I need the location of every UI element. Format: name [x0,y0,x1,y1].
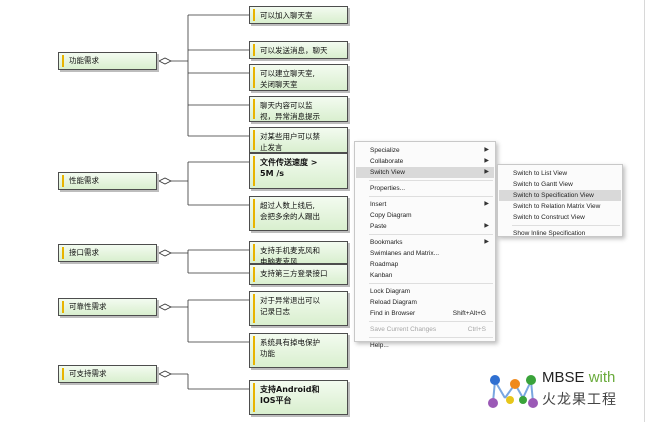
menu-item-label: Find in Browser [370,310,416,317]
menu-item-label: Insert [370,201,387,208]
category-block[interactable]: 可支持需求 [58,365,157,383]
logo-mbse-text: MBSE [542,369,589,386]
requirement-block[interactable]: 可以发送消息，聊天 [249,41,348,59]
menu-item-label: Reload Diagram [370,299,417,306]
menu-item-properties[interactable]: Properties... [356,183,494,194]
menu-separator [369,321,493,322]
requirement-block[interactable]: 聊天内容可以监 视，异常消息提示 [249,96,348,122]
requirement-block[interactable]: 系统具有掉电保护 功能 [249,333,348,368]
submenu-arrow-icon: ▶ [484,223,489,229]
logo-network-icon [488,375,538,408]
menu-item-insert[interactable]: Insert ▶ [356,199,494,210]
requirement-block[interactable]: 支持Android和 IOS平台 [249,380,348,415]
menu-shortcut: Ctrl+S [467,326,486,333]
menu-item-specialize[interactable]: Specialize ▶ [356,145,494,156]
menu-separator [369,234,493,235]
menu-item-swimlanes-and-matrix[interactable]: Swimlanes and Matrix... [356,248,494,259]
requirement-block[interactable]: 超过人数上线后, 会把多余的人踢出 [249,196,348,231]
menu-item-collaborate[interactable]: Collaborate ▶ [356,156,494,167]
menu-item-label: Collaborate [370,158,404,165]
composition-diamond [158,177,172,185]
composition-diamond [158,57,172,65]
submenu-arrow-icon: ▶ [484,169,489,175]
requirement-block[interactable]: 文件传送速度 > 5M /s [249,153,348,189]
menu-item-switch-to-list-view[interactable]: Switch to List View [499,168,621,179]
menu-item-label: Specialize [370,147,400,154]
submenu-arrow-icon: ▶ [484,201,489,207]
menu-item-help[interactable]: Help... [356,340,494,351]
menu-item-reload-diagram[interactable]: Reload Diagram [356,297,494,308]
menu-item-lock-diagram[interactable]: Lock Diagram [356,286,494,297]
category-block[interactable]: 接口需求 [58,244,157,262]
menu-item-label: Switch to Construct View [513,214,585,221]
logo-title: MBSE with [542,369,615,386]
logo-with-text: with [588,369,616,386]
menu-item-label: Copy Diagram [370,212,412,219]
submenu-arrow-icon: ▶ [484,147,489,153]
menu-item-label: Show Inline Specification [513,230,586,237]
context-menu: Specialize ▶ Collaborate ▶ Switch View ▶ Prope… [354,141,496,349]
menu-item-label: Help... [370,342,389,349]
menu-item-label: Lock Diagram [370,288,411,295]
menu-item-label: Paste [370,223,387,230]
menu-item-label: Roadmap [370,261,399,268]
menu-item-paste[interactable]: Paste ▶ [356,221,494,232]
menu-item-label: Properties... [370,185,406,192]
submenu-arrow-icon: ▶ [484,158,489,164]
menu-item-label: Swimlanes and Matrix... [370,250,439,257]
menu-item-switch-to-specification-view[interactable]: Switch to Specification View [499,190,621,201]
menu-item-label: Save Current Changes [370,326,437,333]
submenu-arrow-icon: ▶ [484,239,489,245]
menu-separator [369,337,493,338]
menu-item-copy-diagram[interactable]: Copy Diagram [356,210,494,221]
menu-item-roadmap[interactable]: Roadmap [356,259,494,270]
menu-shortcut: Shift+Alt+G [452,310,486,317]
logo-subtitle: 火龙果工程 [542,392,617,408]
requirement-block[interactable]: 支持第三方登录接口 [249,264,348,285]
requirement-block[interactable]: 支持手机麦克风和 电脑麦克风 [249,241,348,266]
menu-item-switch-to-construct-view[interactable]: Switch to Construct View [499,212,621,223]
requirement-block[interactable]: 对某些用户可以禁 止发言 [249,127,348,153]
menu-item-switch-to-gantt-view[interactable]: Switch to Gantt View [499,179,621,190]
menu-separator [369,283,493,284]
menu-separator [369,180,493,181]
menu-item-show-inline-specification[interactable]: Show Inline Specification [499,228,621,239]
menu-separator [369,196,493,197]
menu-separator [512,225,620,226]
composition-diamond [158,303,172,311]
composition-diamond [158,249,172,257]
composition-diamond [158,370,172,378]
category-block[interactable]: 功能需求 [58,52,157,70]
menu-item-switch-view[interactable]: Switch View ▶ [356,167,494,178]
requirement-block[interactable]: 对于异常退出可以 记录日志 [249,291,348,326]
menu-item-label: Bookmarks [370,239,403,246]
menu-item-label: Switch to List View [513,170,568,177]
menu-item-label: Switch to Specification View [513,192,594,199]
requirement-block[interactable]: 可以加入聊天室 [249,6,348,24]
menu-item-bookmarks[interactable]: Bookmarks ▶ [356,237,494,248]
category-block[interactable]: 性能需求 [58,172,157,190]
menu-item-find-in-browser[interactable]: Find in Browser Shift+Alt+G [356,308,494,319]
menu-item-switch-to-relation-matrix-view[interactable]: Switch to Relation Matrix View [499,201,621,212]
mbse-logo: MBSE with 火龙果工程 [485,368,635,414]
menu-item-save-current-changes: Save Current Changes Ctrl+S [356,324,494,335]
menu-item-label: Switch View [370,169,405,176]
menu-item-label: Switch to Relation Matrix View [513,203,601,210]
menu-item-label: Switch to Gantt View [513,181,573,188]
requirement-block[interactable]: 可以建立聊天室, 关闭聊天室 [249,64,348,91]
category-block[interactable]: 可靠性需求 [58,298,157,316]
menu-item-kanban[interactable]: Kanban [356,270,494,281]
menu-item-label: Kanban [370,272,393,279]
